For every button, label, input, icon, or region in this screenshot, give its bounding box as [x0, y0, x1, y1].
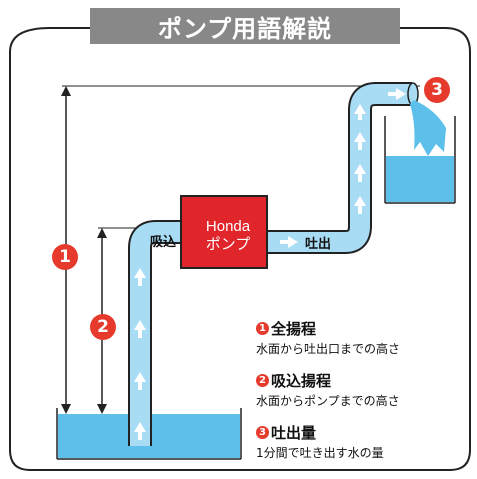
legend-description: 水面からポンプまでの高さ: [256, 394, 400, 408]
legend-term: 吸込揚程: [271, 372, 332, 390]
marker-discharge-volume: 3: [424, 77, 450, 103]
legend-term: 全揚程: [271, 320, 317, 338]
marker-total-head: 1: [52, 244, 78, 270]
pump-label: Honda ポンプ: [186, 218, 270, 254]
outer-frame: [9, 27, 471, 471]
legend-marker: 3: [256, 426, 269, 439]
suction-head-arrow-top: [97, 228, 107, 238]
upper-tank-water: [386, 156, 454, 202]
legend-term: 吐出量: [271, 424, 317, 442]
suction-flow-arrows: [134, 268, 146, 440]
total-head-arrow-top: [61, 86, 71, 96]
pump-box: [180, 195, 268, 269]
pump-brand: Honda: [205, 218, 251, 235]
page-title: ポンプ用語解説: [90, 8, 400, 44]
suction-label: 吸込: [150, 235, 177, 250]
legend-marker: 1: [256, 322, 269, 335]
discharge-flow-arrows: [280, 88, 406, 248]
pump-name: ポンプ: [205, 236, 251, 253]
legend-description: 1分間で吐き出す水の量: [256, 446, 384, 460]
legend-marker: 2: [256, 374, 269, 387]
discharge-label: 吐出: [305, 237, 332, 252]
total-head-arrow-bottom: [61, 404, 71, 414]
suction-head-arrow-bottom: [97, 404, 107, 414]
legend-description: 水面から吐出口までの高さ: [256, 342, 401, 356]
marker-suction-head: 2: [90, 314, 116, 340]
water-stream: [410, 100, 446, 156]
